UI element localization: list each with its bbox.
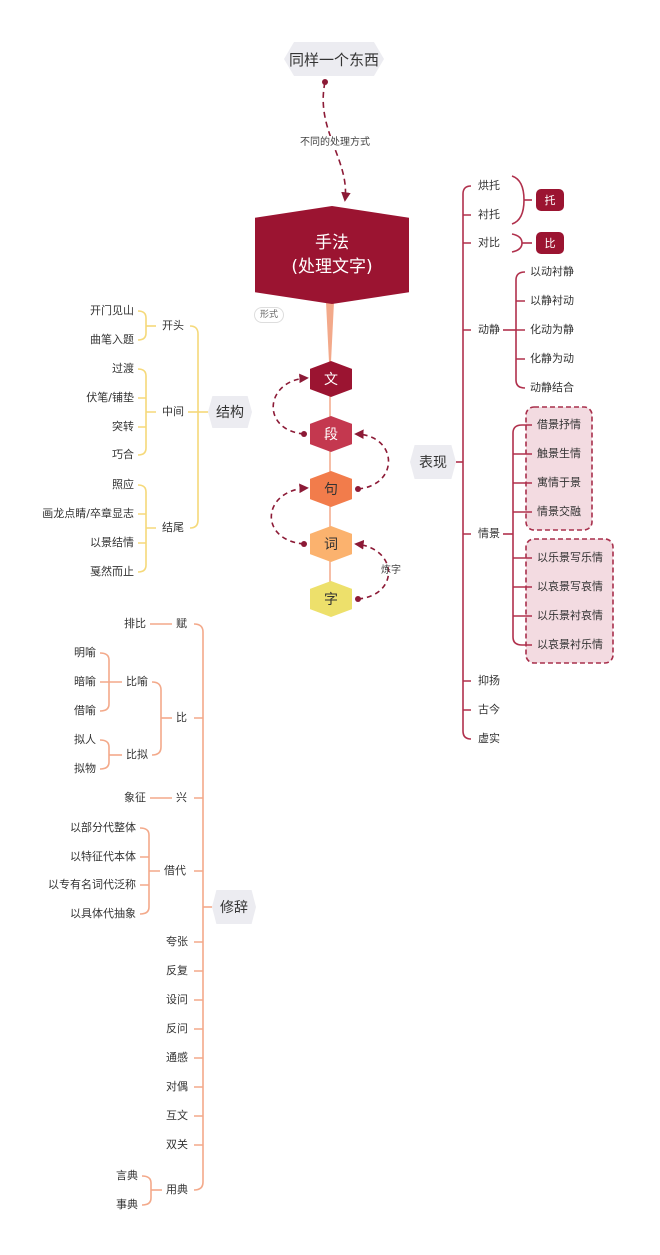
expression-node[interactable]: 表现: [410, 445, 456, 479]
root-node[interactable]: 手法 (处理文字): [255, 206, 409, 304]
expression-item[interactable]: 虚实: [478, 732, 500, 745]
structure-item[interactable]: 过渡: [112, 362, 134, 375]
level-link-label: 炼字: [381, 565, 401, 576]
rhetoric-leaf[interactable]: 明喻: [74, 646, 96, 659]
qingjing-item[interactable]: 以哀景写哀情: [537, 580, 603, 593]
dongjing-item[interactable]: 以动衬静: [530, 265, 574, 278]
rhetoric-subitem[interactable]: 以部分代整体: [70, 821, 136, 834]
expression-item[interactable]: 抑扬: [478, 674, 500, 687]
rhetoric-item[interactable]: 赋: [176, 617, 187, 630]
level-node[interactable]: 句: [310, 471, 352, 507]
dongjing-item[interactable]: 以静衬动: [530, 294, 574, 307]
dongjing-item[interactable]: 化静为动: [530, 352, 574, 365]
qingjing-item[interactable]: 触景生情: [537, 447, 581, 460]
rhetoric-leaf[interactable]: 借喻: [74, 704, 96, 717]
structure-node[interactable]: 结构: [208, 396, 252, 428]
rhetoric-item[interactable]: 兴: [176, 791, 187, 804]
dongjing-item[interactable]: 化动为静: [530, 323, 574, 336]
level-node[interactable]: 段: [310, 416, 352, 452]
expression-connectors: [456, 175, 532, 740]
rhetoric-subitem[interactable]: 言典: [116, 1169, 138, 1182]
rhetoric-subitem[interactable]: 象征: [124, 791, 146, 804]
rhetoric-item[interactable]: 对偶: [166, 1080, 188, 1093]
rhetoric-leaf[interactable]: 拟人: [74, 733, 96, 746]
root-subtitle: (处理文字): [291, 257, 373, 277]
rhetoric-subitem[interactable]: 以具体代抽象: [70, 907, 136, 920]
bi-badge[interactable]: 比: [536, 232, 564, 254]
structure-item[interactable]: 突转: [112, 420, 134, 433]
rhetoric-item[interactable]: 通感: [166, 1051, 188, 1064]
rhetoric-leaf[interactable]: 拟物: [74, 762, 96, 775]
qingjing-item[interactable]: 借景抒情: [537, 418, 581, 431]
rhetoric-item[interactable]: 反复: [166, 964, 188, 977]
expression-item[interactable]: 对比: [478, 236, 500, 249]
structure-item[interactable]: 画龙点睛/卒章显志: [42, 507, 134, 520]
structure-group-label[interactable]: 开头: [162, 319, 184, 332]
tuo-badge[interactable]: 托: [536, 189, 564, 211]
rhetoric-item[interactable]: 双关: [166, 1138, 188, 1151]
rhetoric-subitem[interactable]: 比拟: [126, 748, 148, 761]
rhetoric-item[interactable]: 比: [176, 711, 187, 724]
rhetoric-item[interactable]: 设问: [166, 993, 188, 1006]
structure-item[interactable]: 照应: [112, 478, 134, 491]
rhetoric-subitem[interactable]: 事典: [116, 1198, 138, 1211]
rhetoric-subitem[interactable]: 以特征代本体: [70, 850, 136, 863]
structure-item[interactable]: 伏笔/铺垫: [86, 391, 134, 404]
qingjing-item[interactable]: 情景交融: [537, 505, 581, 518]
level-loops: [270, 373, 390, 600]
rhetoric-item[interactable]: 反问: [166, 1022, 188, 1035]
structure-group-label[interactable]: 结尾: [162, 521, 184, 534]
top-link-label: 不同的处理方式: [300, 136, 370, 150]
top-node[interactable]: 同样一个东西: [284, 42, 384, 76]
structure-item[interactable]: 以景结情: [90, 536, 134, 549]
rhetoric-leaf[interactable]: 暗喻: [74, 675, 96, 688]
rhetoric-subitem[interactable]: 以专有名词代泛称: [48, 878, 136, 891]
rhetoric-item[interactable]: 借代: [164, 864, 186, 877]
qingjing-item[interactable]: 以哀景衬乐情: [537, 638, 603, 651]
rhetoric-subitem[interactable]: 比喻: [126, 675, 148, 688]
root-title: 手法: [315, 233, 349, 253]
qingjing-label[interactable]: 情景: [478, 527, 500, 540]
rhetoric-item[interactable]: 互文: [166, 1109, 188, 1122]
dongjing-label[interactable]: 动静: [478, 323, 500, 336]
level-node[interactable]: 字: [310, 581, 352, 617]
structure-item[interactable]: 开门见山: [90, 304, 134, 317]
qingjing-group-1: [525, 406, 593, 531]
rhetoric-node[interactable]: 修辞: [212, 890, 256, 924]
structure-group-label[interactable]: 中间: [162, 405, 184, 418]
rhetoric-connectors: [99, 623, 212, 1206]
loop-dots: [301, 431, 361, 602]
qingjing-item[interactable]: 以乐景衬哀情: [537, 609, 603, 622]
structure-connectors: [137, 310, 208, 573]
qingjing-group-2: [525, 538, 614, 664]
dongjing-item[interactable]: 动静结合: [530, 381, 574, 394]
rhetoric-subitem[interactable]: 排比: [124, 617, 146, 630]
expression-item[interactable]: 烘托: [478, 179, 500, 192]
qingjing-item[interactable]: 以乐景写乐情: [537, 551, 603, 564]
structure-item[interactable]: 曲笔入题: [90, 333, 134, 346]
level-node[interactable]: 词: [310, 526, 352, 562]
root-stem: [326, 302, 334, 362]
structure-item[interactable]: 戛然而止: [90, 565, 134, 578]
rhetoric-item[interactable]: 夸张: [166, 935, 188, 948]
qingjing-item[interactable]: 寓情于景: [537, 476, 581, 489]
structure-item[interactable]: 巧合: [112, 448, 134, 461]
qingjing-item-ticks: [522, 424, 532, 646]
form-pill: 形式: [254, 307, 285, 323]
expression-item[interactable]: 衬托: [478, 208, 500, 221]
expression-item[interactable]: 古今: [478, 703, 500, 716]
level-node[interactable]: 文: [310, 361, 352, 397]
rhetoric-item[interactable]: 用典: [166, 1183, 188, 1196]
